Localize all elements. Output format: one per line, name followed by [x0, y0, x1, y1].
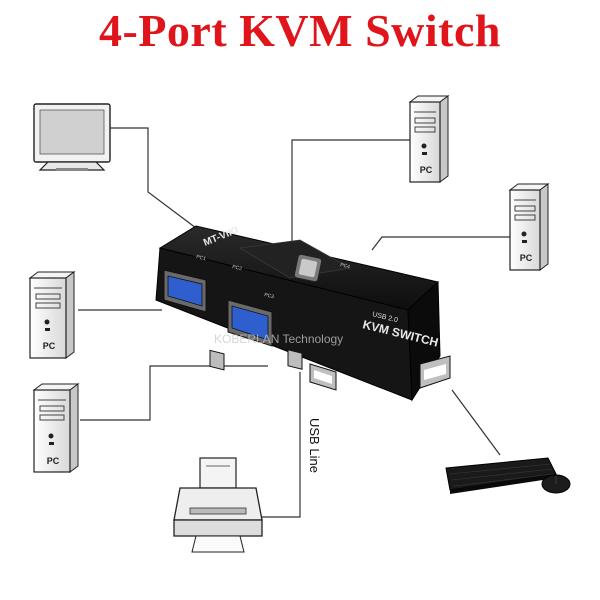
- usb-a-port: [309, 363, 337, 391]
- keyboard-icon: [445, 457, 557, 494]
- wire-pc-right: [371, 236, 512, 251]
- wires: [78, 127, 512, 518]
- port-select-button-face: [298, 258, 318, 278]
- pc-tower-icon: PC: [508, 183, 550, 271]
- pc-tower-icon: PC: [32, 383, 80, 473]
- vga-port: [163, 269, 207, 313]
- port-label: PC3: [264, 292, 275, 300]
- pc-label: PC: [47, 456, 60, 466]
- usb-line-label: USB Line: [307, 418, 322, 473]
- wire-keyboard: [451, 389, 501, 456]
- wire-monitor: [108, 127, 197, 229]
- mouse-icon: [541, 474, 571, 494]
- wire-printer: [244, 372, 301, 518]
- page-title: 4-Port KVM Switch: [99, 5, 501, 56]
- pc-tower-icon: PC: [28, 271, 76, 359]
- usb-a-port: [419, 355, 451, 389]
- pc-tower-icon: PC: [408, 95, 450, 183]
- vga-port: [227, 299, 273, 347]
- port-label: PC2: [232, 264, 243, 272]
- printer-icon: [173, 457, 263, 553]
- usb-b-port: [287, 349, 303, 370]
- monitor-icon: [33, 103, 111, 171]
- pc-label: PC: [520, 253, 533, 263]
- kvm-switch-device: MT-VIKI USB 2.0 KVM SWITCH PC1 PC2 PC3 P…: [155, 225, 451, 402]
- pc-label: PC: [420, 165, 433, 175]
- usb-b-port: [209, 349, 225, 371]
- wire-pc-left-lower: [80, 365, 268, 421]
- port-label: PC4: [340, 262, 351, 270]
- port-label: PC1: [196, 254, 207, 262]
- pc-label: PC: [43, 341, 56, 351]
- watermark-text: KOBERLAN Technology: [214, 332, 343, 346]
